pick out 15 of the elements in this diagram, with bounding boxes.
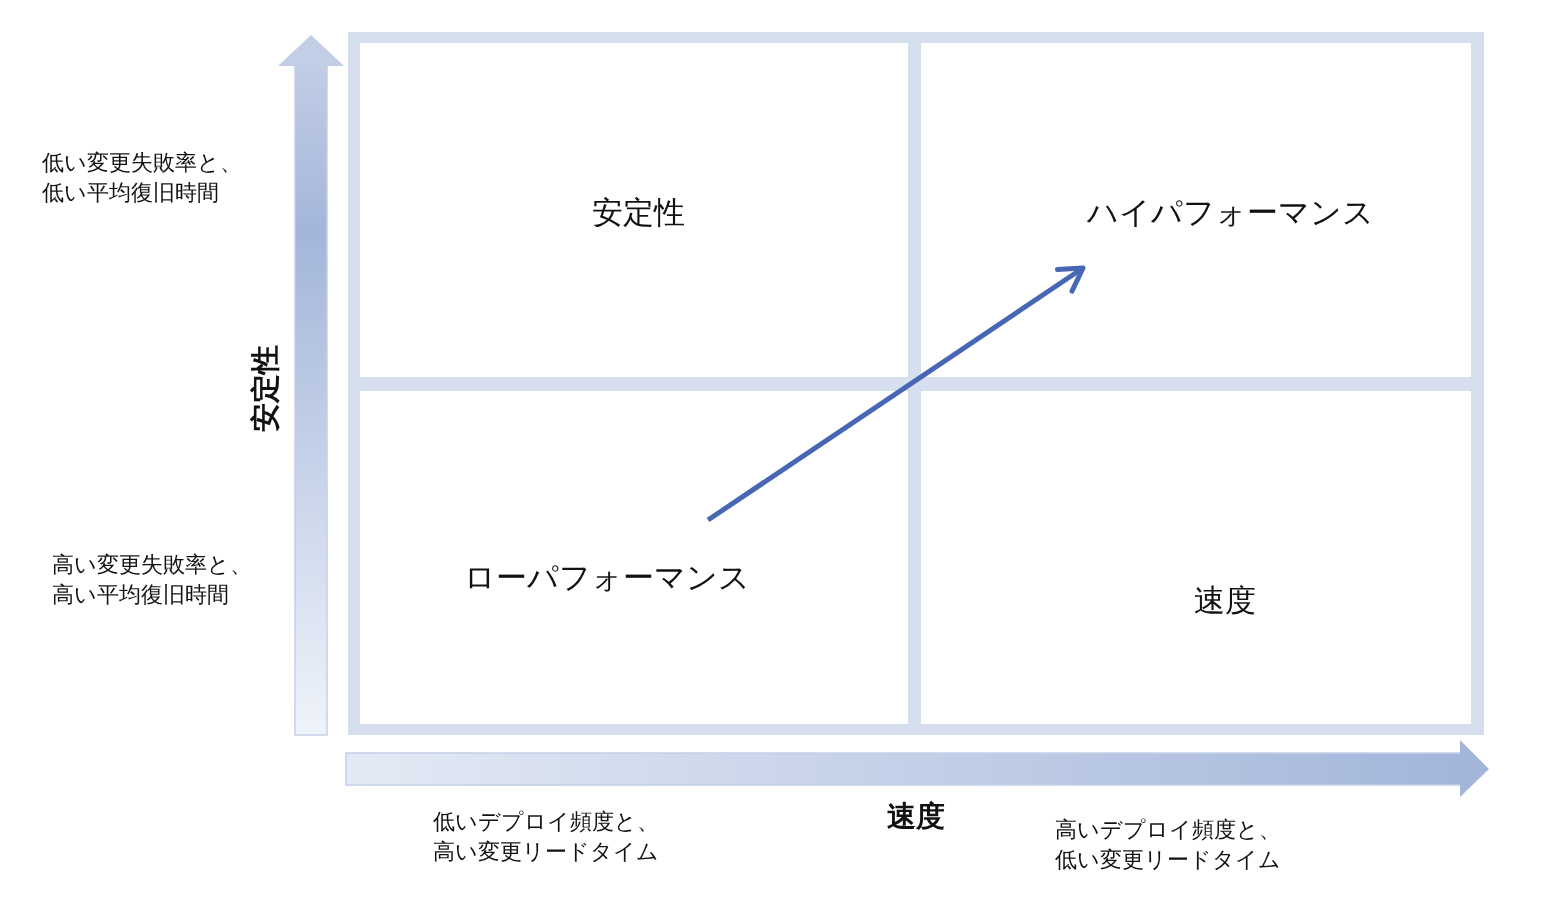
quadrant-label: ハイパフォーマンス bbox=[1086, 193, 1374, 231]
axis-end-label: 高い変更失敗率と、高い平均復旧時間 bbox=[52, 551, 253, 609]
quadrant-panel bbox=[921, 43, 1471, 377]
axis-title: 速度 bbox=[887, 799, 945, 833]
quadrant-label: 速度 bbox=[1194, 581, 1256, 619]
quadrant-panel bbox=[360, 391, 908, 724]
axis-title: 安定性 bbox=[248, 344, 282, 432]
quadrant-label: ローパフォーマンス bbox=[464, 558, 750, 596]
axis-end-label: 低いデプロイ頻度と、高い変更リードタイム bbox=[433, 808, 660, 866]
quadrant-panel bbox=[360, 43, 908, 377]
quadrant-panel bbox=[921, 391, 1471, 724]
axis-end-label: 低い変更失敗率と、低い平均復旧時間 bbox=[42, 149, 243, 207]
axis-end-label: 高いデプロイ頻度と、低い変更リードタイム bbox=[1055, 816, 1282, 874]
arrow bbox=[706, 265, 1086, 523]
quadrant-label: 安定性 bbox=[591, 193, 685, 231]
